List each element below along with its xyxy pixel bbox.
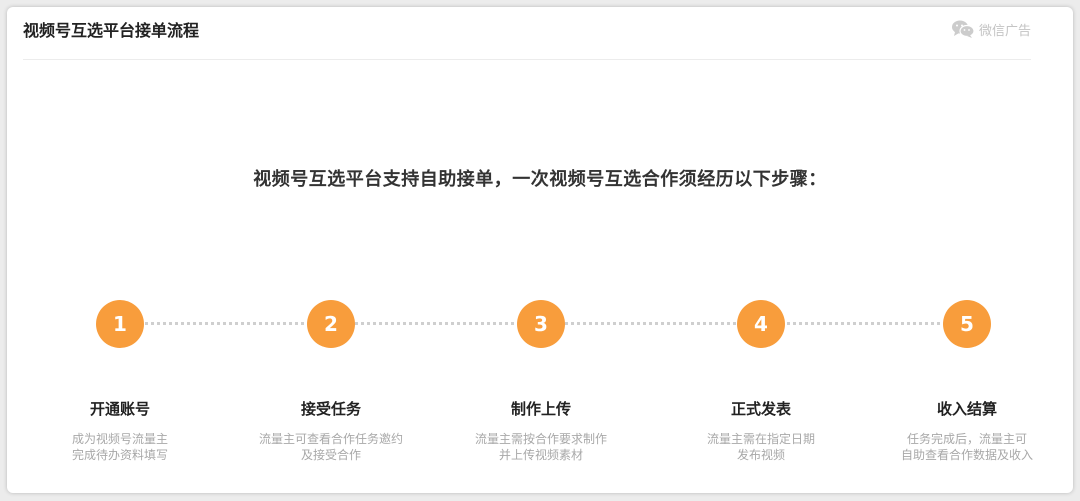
step-title: 接受任务 (300, 400, 361, 418)
step-desc-line: 并上传视频素材 (498, 448, 583, 462)
step-description: 任务完成后，流量主可 自助查看合作数据及收入 (867, 431, 1067, 463)
step-1: 1 开通账号 成为视频号流量主 完成待办资料填写 (20, 300, 220, 463)
step-title: 收入结算 (936, 400, 997, 418)
step-number-badge: 5 (943, 300, 991, 348)
step-desc-line: 任务完成后，流量主可 (906, 432, 1027, 446)
step-description: 成为视频号流量主 完成待办资料填写 (20, 431, 220, 463)
step-desc-line: 完成待办资料填写 (71, 448, 168, 462)
step-number-badge: 4 (737, 300, 785, 348)
step-desc-line: 流量主需在指定日期 (706, 432, 815, 446)
step-desc-line: 自助查看合作数据及收入 (900, 448, 1033, 462)
step-desc-line: 成为视频号流量主 (71, 432, 168, 446)
step-description: 流量主可查看合作任务邀约 及接受合作 (231, 431, 431, 463)
step-desc-line: 及接受合作 (300, 448, 361, 462)
step-desc-line: 发布视频 (736, 448, 785, 462)
process-card: 视频号互选平台接单流程 微信广告 视频号互选平台支持自助接单，一次视频号互选合作… (7, 7, 1073, 493)
step-3: 3 制作上传 流量主需按合作要求制作 并上传视频素材 (441, 300, 641, 463)
step-title: 正式发表 (730, 400, 791, 418)
page-title: 视频号互选平台接单流程 (23, 21, 200, 40)
headline: 视频号互选平台支持自助接单，一次视频号互选合作须经历以下步骤： (253, 169, 827, 190)
wechat-ads-brand: 微信广告 (951, 19, 1031, 39)
step-title: 开通账号 (89, 400, 150, 418)
step-desc-line: 流量主可查看合作任务邀约 (258, 432, 403, 446)
step-2: 2 接受任务 流量主可查看合作任务邀约 及接受合作 (231, 300, 431, 463)
wechat-icon (951, 20, 975, 38)
step-number-badge: 1 (96, 300, 144, 348)
step-title: 制作上传 (510, 400, 571, 418)
header-divider (23, 59, 1031, 60)
step-number-badge: 2 (307, 300, 355, 348)
step-number-badge: 3 (517, 300, 565, 348)
step-5: 5 收入结算 任务完成后，流量主可 自助查看合作数据及收入 (867, 300, 1067, 463)
brand-label: 微信广告 (978, 23, 1031, 39)
step-description: 流量主需按合作要求制作 并上传视频素材 (441, 431, 641, 463)
step-description: 流量主需在指定日期 发布视频 (661, 431, 861, 463)
step-4: 4 正式发表 流量主需在指定日期 发布视频 (661, 300, 861, 463)
step-desc-line: 流量主需按合作要求制作 (474, 432, 607, 446)
